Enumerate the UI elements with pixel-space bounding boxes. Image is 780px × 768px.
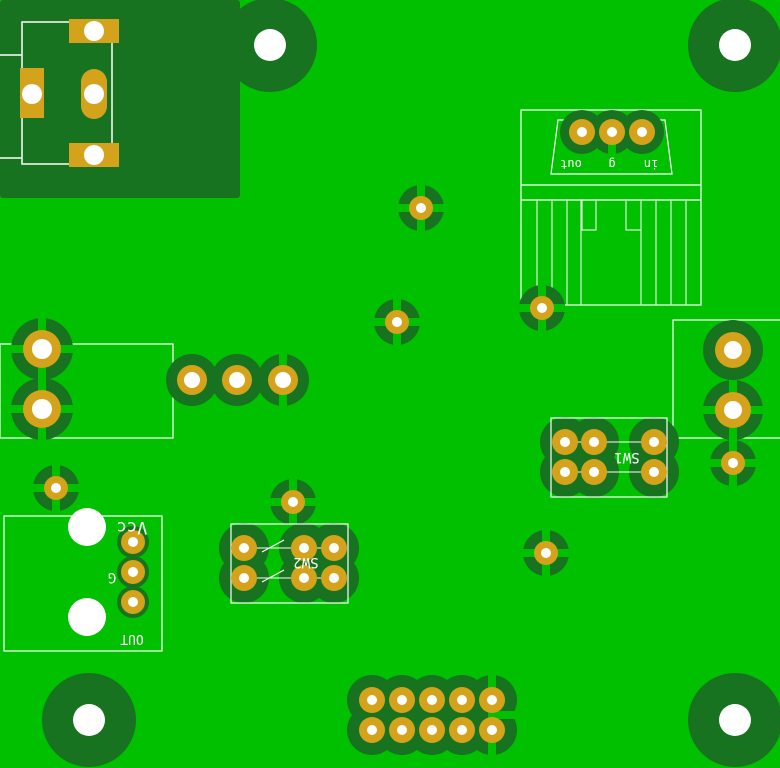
mounting-hole-top-right bbox=[688, 0, 780, 92]
mounting-hole-top-left bbox=[223, 0, 317, 92]
regulator-out-label: out bbox=[560, 157, 582, 171]
mounting-hole-bottom-right bbox=[688, 673, 780, 767]
right-two-pin-connector bbox=[672, 319, 780, 442]
left-two-pin-connector bbox=[0, 318, 174, 440]
via bbox=[270, 479, 316, 525]
mounting-hole-bottom-left bbox=[42, 673, 136, 767]
output-connector: Vcc G OUT bbox=[3, 508, 163, 652]
via bbox=[398, 185, 444, 231]
mounting-holes bbox=[42, 0, 780, 767]
vcc-label: Vcc bbox=[117, 517, 148, 537]
via bbox=[710, 440, 756, 486]
via bbox=[374, 299, 420, 345]
out-label: OUT bbox=[120, 631, 144, 646]
gnd-label: G bbox=[108, 569, 116, 585]
regulator-gnd-label: g bbox=[608, 157, 615, 171]
via bbox=[33, 465, 79, 511]
regulator-in-label: in bbox=[644, 157, 658, 171]
via bbox=[519, 285, 565, 331]
two-by-five-header bbox=[347, 675, 520, 755]
via bbox=[523, 530, 569, 576]
copper-pour-power-jack bbox=[0, 0, 240, 198]
sw2-label: SW2 bbox=[293, 554, 318, 570]
switch-sw1: SW1 bbox=[540, 417, 679, 498]
three-pin-header bbox=[166, 354, 309, 406]
power-jack-footprint bbox=[0, 19, 119, 167]
voltage-regulator: out g in bbox=[520, 109, 702, 306]
vias bbox=[33, 185, 756, 576]
switch-sw2: SW2 bbox=[219, 523, 359, 604]
sw1-label: SW1 bbox=[614, 449, 639, 465]
